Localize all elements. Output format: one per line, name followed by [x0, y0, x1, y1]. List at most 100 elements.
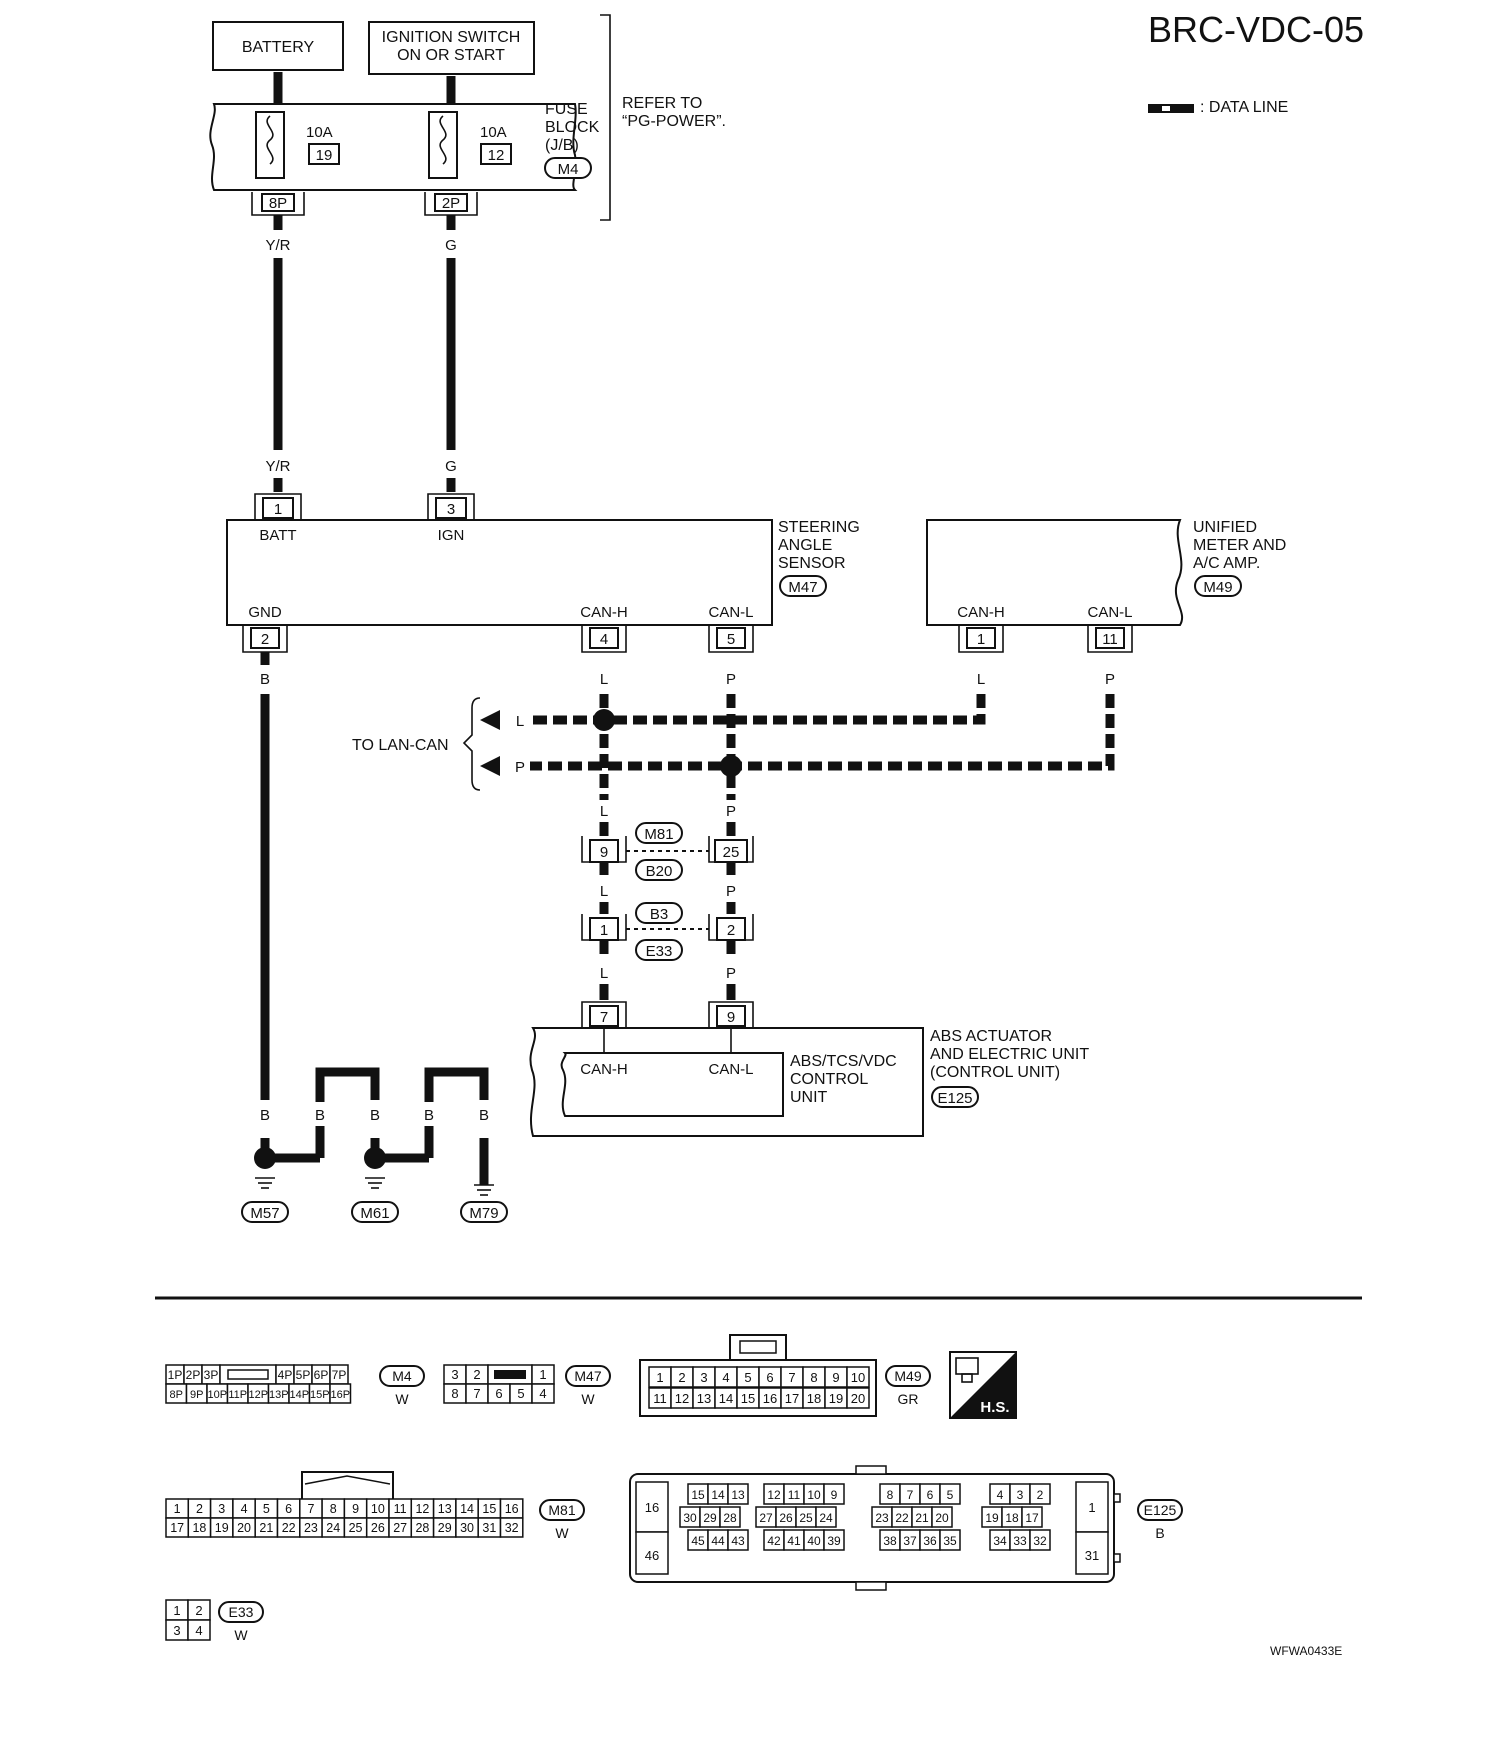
joint-e33-label: E33 — [646, 943, 673, 960]
m4-pin-label: 13P — [269, 1389, 289, 1401]
connector-id: M47 — [574, 1368, 601, 1384]
m4-pin-label: 6P — [314, 1368, 329, 1382]
m49-pin-label: 14 — [719, 1391, 733, 1406]
e125-cell — [719, 1506, 741, 1528]
m4-pin-label: 5P — [296, 1368, 311, 1382]
e125-pin-label: 36 — [923, 1534, 937, 1548]
m47-pin-label: 1 — [539, 1367, 546, 1382]
m49-pin-label: 16 — [763, 1391, 777, 1406]
connector-color: W — [581, 1391, 595, 1407]
meter-name-2: METER AND — [1193, 537, 1286, 554]
refer-label-1: REFER TO — [622, 95, 702, 112]
sas-pin-5: 5 — [727, 631, 735, 648]
connector-id: E125 — [1144, 1502, 1177, 1518]
wire-label-meter-p: P — [1105, 671, 1115, 688]
fuse-block-label-2: BLOCK — [545, 119, 600, 136]
m4-pin-label: 3P — [204, 1368, 219, 1382]
connector-color: W — [234, 1627, 248, 1643]
e125-pin-label: 28 — [723, 1511, 737, 1525]
page-code: BRC-VDC-05 — [1148, 9, 1364, 50]
m4-pin-label: 7P — [332, 1368, 347, 1382]
e125-pin-label: 45 — [691, 1534, 705, 1548]
e125-pin-label: 7 — [907, 1488, 914, 1502]
joint-b20-label: B20 — [646, 863, 673, 880]
m81-cell — [499, 1517, 524, 1538]
abs-pin-7: 7 — [600, 1009, 608, 1026]
m81-pin-label: 28 — [415, 1521, 429, 1535]
connector-id-badge — [539, 1499, 585, 1521]
e125-pin-label: 14 — [711, 1488, 725, 1502]
m49-pin-label: 7 — [788, 1370, 795, 1385]
fuse-block-connector: M4 — [558, 161, 579, 178]
lan-l-label: L — [516, 713, 524, 730]
m49-pin-label: 4 — [722, 1370, 729, 1385]
ground-splice-2 — [364, 1147, 386, 1169]
e125-cell — [931, 1506, 953, 1528]
ignition-label-1: IGNITION SWITCH — [382, 29, 521, 46]
e125-pin-label: 5 — [947, 1488, 954, 1502]
gnd-wire-b-5: B — [479, 1107, 489, 1124]
meter-name-3: A/C AMP. — [1193, 555, 1260, 572]
m81-pin-label: 22 — [282, 1521, 296, 1535]
pin-2p: 2P — [442, 195, 460, 212]
e125-pin-label: 23 — [875, 1511, 889, 1525]
e125-pin-label: 41 — [787, 1534, 801, 1548]
e125-pin-label: 12 — [767, 1488, 781, 1502]
e125-pin-label: 39 — [827, 1534, 841, 1548]
e125-pin-label: 44 — [711, 1534, 725, 1548]
e125-pin-label: 46 — [645, 1548, 659, 1563]
m47-pin-label: 8 — [451, 1386, 458, 1401]
sas-pin-2: 2 — [261, 631, 269, 648]
m4-pin-label: 16P — [330, 1389, 350, 1401]
m49-cell — [846, 1387, 870, 1409]
gnd-wire-b-3: B — [370, 1107, 380, 1124]
m49-pin-label: 5 — [744, 1370, 751, 1385]
e33-pin-label: 1 — [173, 1603, 180, 1618]
e125-cell — [1029, 1483, 1051, 1505]
hs-label: H.S. — [980, 1399, 1009, 1416]
e125-cell — [727, 1483, 749, 1505]
ground-m79: M79 — [469, 1205, 498, 1222]
e125-cell — [939, 1529, 961, 1551]
m81-pin-label: 14 — [460, 1502, 474, 1516]
connector-color: W — [555, 1525, 569, 1541]
e125-pin-label: 6 — [927, 1488, 934, 1502]
wire-label-g-top: G — [445, 237, 457, 254]
sas-pin-1: 1 — [274, 501, 282, 518]
meter-name-1: UNIFIED — [1193, 519, 1257, 536]
e125-pin-label: 4 — [997, 1488, 1004, 1502]
m81-pin-label: 23 — [304, 1521, 318, 1535]
m81-pin-label: 11 — [394, 1502, 407, 1516]
m81-pin-label: 31 — [482, 1521, 496, 1535]
m81-pin-label: 7 — [307, 1502, 314, 1516]
sas-gnd-label: GND — [248, 604, 282, 621]
latch-icon — [739, 1340, 777, 1354]
e125-pin-label: 38 — [883, 1534, 897, 1548]
fuse-block — [209, 103, 578, 191]
m81-pin-25: 25 — [723, 844, 740, 861]
e125-pin-label: 10 — [807, 1488, 821, 1502]
m4-pin-label: 15P — [310, 1389, 330, 1401]
arrow-left-icon — [480, 756, 500, 776]
m81-pin-label: 16 — [505, 1502, 519, 1516]
wire-label-p-4: P — [726, 965, 736, 982]
wire-label-gnd-b: B — [260, 671, 270, 688]
m4-pin-label: 11P — [228, 1389, 247, 1401]
e33-pin-label: 2 — [195, 1603, 202, 1618]
m81-pin-label: 24 — [326, 1521, 340, 1535]
wire-label-l-3: L — [600, 883, 608, 900]
splice-can-h — [593, 709, 615, 731]
m81-pin-label: 18 — [192, 1521, 206, 1535]
gnd-wire-b-4: B — [424, 1107, 434, 1124]
e125-pin-label: 17 — [1025, 1511, 1039, 1525]
e125-cell — [727, 1529, 749, 1551]
m49-pin-label: 13 — [697, 1391, 711, 1406]
abs-control-unit-box — [560, 1052, 784, 1117]
m81-pin-label: 1 — [174, 1502, 181, 1516]
m47-pin-label: 5 — [517, 1386, 524, 1401]
can-h-horizontal — [530, 694, 986, 725]
abs-ctrl-3: UNIT — [790, 1089, 828, 1106]
fuse-block-label-3: (J/B) — [545, 137, 579, 154]
sas-pin-4: 4 — [600, 631, 608, 648]
